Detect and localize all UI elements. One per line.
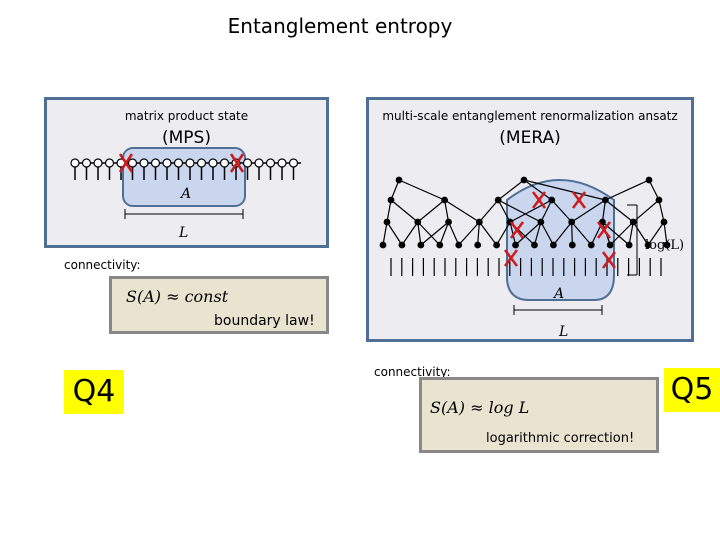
mera-node [663, 241, 671, 249]
mps-site [93, 158, 103, 168]
mps-site [139, 158, 149, 168]
mera-node [587, 241, 595, 249]
mps-length-label: L [178, 225, 188, 241]
mps-site [70, 158, 80, 168]
mera-node [417, 241, 425, 249]
mps-formula: S(A) ≈ const [126, 287, 229, 306]
mps-site [208, 158, 218, 168]
mps-site [104, 158, 115, 168]
mera-node [493, 241, 500, 249]
mera-abbrev: (MERA) [499, 128, 561, 148]
mps-connectivity-label: connectivity: [64, 258, 141, 272]
mps-cut-marker-right [229, 153, 245, 173]
mps-site [242, 158, 253, 168]
mera-node [568, 241, 576, 249]
mps-site [219, 158, 230, 168]
mera-diagram: A L log(L) [379, 176, 684, 339]
q5-badge: Q5 [664, 368, 720, 412]
mera-node [398, 241, 406, 249]
mera-note: logarithmic correction! [486, 431, 635, 446]
mps-site [185, 158, 195, 168]
mera-node [531, 241, 538, 249]
mera-panel: multi-scale entanglement renormalization… [366, 97, 694, 342]
mera-node [549, 241, 557, 249]
mps-diagram: A L [70, 147, 301, 241]
mera-length-label: L [558, 324, 568, 339]
mps-abbrev: (MPS) [162, 128, 211, 148]
mera-node [436, 241, 444, 249]
mps-formula-box: S(A) ≈ const [109, 276, 329, 334]
mera-heading: multi-scale entanglement renormalization… [382, 109, 678, 123]
mps-site [81, 158, 92, 168]
mps-site [288, 158, 299, 168]
mps-site [173, 158, 184, 168]
mera-node [625, 241, 633, 249]
mps-site [150, 158, 161, 168]
mps-note: boundary law! [214, 313, 315, 329]
mps-panel: matrix product state (MPS) A L [44, 97, 329, 248]
mps-site [254, 158, 264, 168]
mps-site [277, 158, 287, 168]
mera-node [606, 241, 614, 249]
mps-site [196, 158, 207, 168]
mera-node [379, 241, 387, 249]
mera-node [512, 241, 519, 249]
q4-badge: Q4 [64, 370, 124, 414]
mera-connectivity-label: connectivity: [374, 365, 451, 379]
slide-title: Entanglement entropy [227, 14, 453, 38]
mera-node [455, 241, 463, 249]
mps-cut-marker-left [118, 153, 134, 173]
mera-region-label: A [552, 286, 564, 302]
mps-site [162, 158, 172, 168]
mps-region-label: A [179, 186, 191, 202]
mera-log-label: log(L) [645, 238, 684, 253]
mera-formula: S(A) ≈ log L [430, 398, 530, 417]
mps-heading: matrix product state [124, 109, 249, 123]
mera-node [474, 241, 482, 249]
mps-site [127, 158, 138, 168]
mera-formula-box: S(A) ≈ log L [419, 377, 659, 453]
mera-node [644, 241, 652, 249]
mps-site [265, 158, 276, 168]
